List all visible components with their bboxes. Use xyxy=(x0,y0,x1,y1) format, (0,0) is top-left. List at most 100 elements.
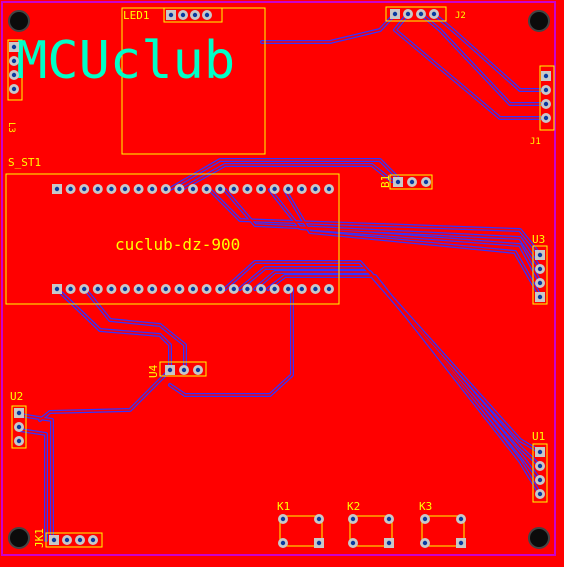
header-bottom-pad xyxy=(228,284,239,294)
led1-pad xyxy=(190,10,200,20)
header-top-pad xyxy=(92,184,103,194)
j2-pad xyxy=(429,9,439,19)
logo-text: MCUclub xyxy=(16,31,235,91)
u1-pad xyxy=(535,475,545,485)
k2-pad xyxy=(384,538,394,548)
header-bottom-pad xyxy=(79,284,90,294)
header-top-pad xyxy=(324,184,334,194)
j1-pad xyxy=(541,71,551,81)
b1-pad xyxy=(421,177,431,187)
header-top-pad xyxy=(106,184,117,194)
header-top-pad xyxy=(228,184,239,194)
designator-jk1: JK1 xyxy=(33,528,46,548)
k2-pad xyxy=(348,514,358,524)
designator-k2: K2 xyxy=(347,500,360,513)
header-top-pad xyxy=(65,184,76,194)
u2-pad xyxy=(14,408,24,418)
k3-pad xyxy=(420,538,430,548)
j1-pad xyxy=(541,85,551,95)
header-top-pad xyxy=(174,184,185,194)
l3-pad xyxy=(9,84,19,94)
pads xyxy=(9,9,551,548)
u3-pad xyxy=(535,292,545,302)
header-top-pad xyxy=(201,184,212,194)
led1-pad xyxy=(178,10,188,20)
u1-pad xyxy=(535,447,545,457)
board-label: cuclub-dz-900 xyxy=(115,235,240,254)
header-bottom-pad xyxy=(269,284,280,294)
traces xyxy=(18,12,550,542)
k1-pad xyxy=(314,538,324,548)
header-top-pad xyxy=(215,184,226,194)
jk1-pad xyxy=(88,535,98,545)
designator-s-st1: S_ST1 xyxy=(8,156,41,169)
k2-pad xyxy=(384,514,394,524)
header-top-pad xyxy=(296,184,307,194)
jk1-pad xyxy=(49,535,59,545)
u1-pad xyxy=(535,461,545,471)
header-bottom-pad xyxy=(133,284,144,294)
header-top-pad xyxy=(188,184,198,194)
led1-pad xyxy=(166,10,176,20)
designator-k1: K1 xyxy=(277,500,290,513)
designator-k3: K3 xyxy=(419,500,432,513)
jk1-pad xyxy=(75,535,85,545)
header-bottom-pad xyxy=(160,284,171,294)
header-bottom-pad xyxy=(52,284,62,294)
j1-pad xyxy=(541,99,551,109)
header-bottom-pad xyxy=(283,284,294,294)
board-outline xyxy=(1,1,556,556)
u4-pad xyxy=(193,365,203,375)
header-top-pad xyxy=(120,184,130,194)
k1-pad xyxy=(278,514,288,524)
header-top-pad xyxy=(283,184,294,194)
u2-pad xyxy=(14,422,24,432)
header-top-pad xyxy=(52,184,62,194)
header-bottom-pad xyxy=(188,284,198,294)
designator-u1: U1 xyxy=(532,430,545,443)
j2-pad xyxy=(403,9,413,19)
silkscreen-outlines xyxy=(5,6,555,548)
k3-pad xyxy=(420,514,430,524)
designator-j1: J1 xyxy=(530,137,541,147)
header-top-pad xyxy=(133,184,144,194)
designator-j2: J2 xyxy=(455,11,466,21)
header-bottom-pad xyxy=(242,284,253,294)
header-top-pad xyxy=(256,184,266,194)
header-top-pad xyxy=(79,184,90,194)
l3-pad xyxy=(9,70,19,80)
designator-u2: U2 xyxy=(10,390,23,403)
u4-pad xyxy=(179,365,189,375)
u3-pad xyxy=(535,250,545,260)
jk1-pad xyxy=(62,535,72,545)
k3-pad xyxy=(456,538,466,548)
header-bottom-pad xyxy=(147,284,158,294)
header-bottom-pad xyxy=(215,284,226,294)
j2-pad xyxy=(390,9,400,19)
header-top-pad xyxy=(310,184,321,194)
u4-pad xyxy=(165,365,175,375)
k1-pad xyxy=(278,538,288,548)
header-bottom-pad xyxy=(106,284,117,294)
header-bottom-pad xyxy=(201,284,212,294)
b1-pad xyxy=(407,177,417,187)
b1-pad xyxy=(393,177,403,187)
designators: LED1 S_ST1 U1 U2 U3 K1 K2 K3 J2 J1 B1 U4… xyxy=(6,9,545,548)
mounting-holes xyxy=(8,10,550,549)
header-bottom-pad xyxy=(296,284,307,294)
header-top-pad xyxy=(269,184,280,194)
k1-pad xyxy=(314,514,324,524)
k2-pad xyxy=(348,538,358,548)
designator-b1: B1 xyxy=(379,175,392,188)
header-top-pad xyxy=(242,184,253,194)
j2-pad xyxy=(416,9,426,19)
l3-pad xyxy=(9,56,19,66)
header-bottom-pad xyxy=(256,284,266,294)
u3-pad xyxy=(535,278,545,288)
header-bottom-pad xyxy=(310,284,321,294)
u3-pad xyxy=(535,264,545,274)
header-top-pad xyxy=(147,184,158,194)
header-bottom-pad xyxy=(92,284,103,294)
header-bottom-pad xyxy=(120,284,130,294)
